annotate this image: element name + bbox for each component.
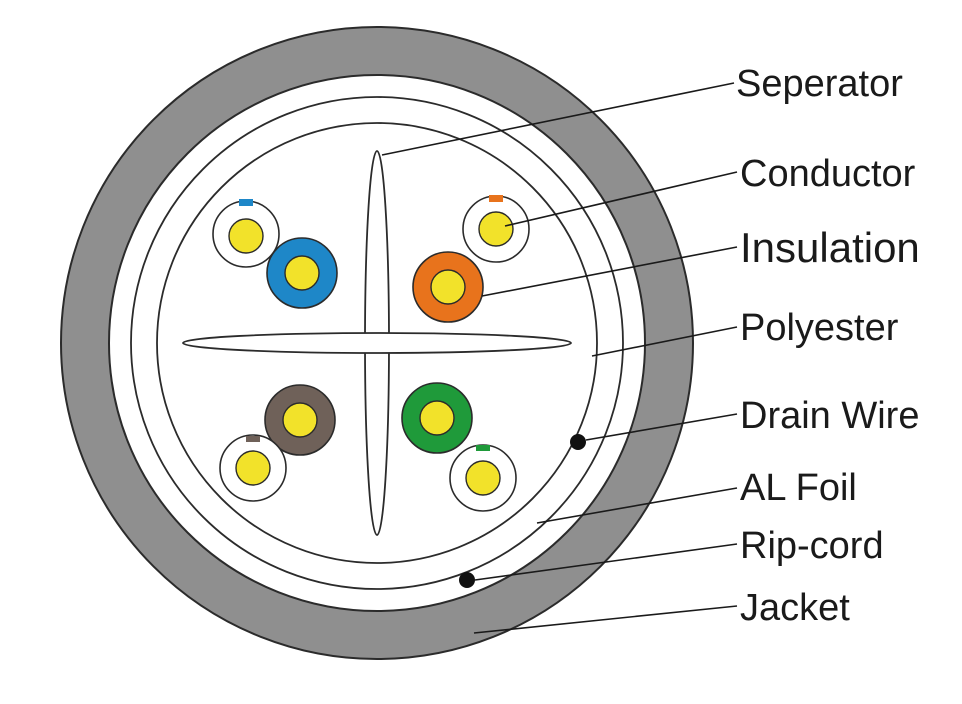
pair-green bbox=[401, 382, 517, 512]
conductor-white-orange bbox=[478, 211, 514, 247]
leader-separator bbox=[381, 82, 735, 156]
conductor-blue bbox=[284, 255, 320, 291]
separator-horizontal bbox=[182, 332, 572, 354]
conductor-brown bbox=[282, 402, 318, 438]
al-foil-ring bbox=[130, 96, 624, 590]
conductor-white-green bbox=[465, 460, 501, 496]
conductor-orange bbox=[430, 269, 466, 305]
leader-rip-cord bbox=[474, 543, 738, 581]
pair-blue bbox=[212, 199, 338, 309]
brown-stripe bbox=[246, 436, 260, 442]
label-drain-wire: Drain Wire bbox=[740, 395, 919, 437]
leader-polyester bbox=[591, 326, 738, 357]
green-stripe bbox=[476, 445, 490, 451]
orange-stripe bbox=[489, 195, 503, 202]
polyester-ring bbox=[156, 122, 598, 564]
label-al-foil: AL Foil bbox=[740, 467, 857, 509]
label-insulation: Insulation bbox=[740, 224, 920, 271]
label-conductor: Conductor bbox=[740, 153, 916, 195]
drain-wire-dot bbox=[570, 434, 586, 450]
conductor-white-blue bbox=[228, 218, 264, 254]
label-polyester: Polyester bbox=[740, 307, 899, 349]
leader-conductor bbox=[504, 171, 738, 227]
leader-insulation bbox=[481, 246, 738, 297]
label-jacket: Jacket bbox=[740, 587, 850, 629]
pair-brown bbox=[219, 384, 336, 502]
conductor-white-brown bbox=[235, 450, 271, 486]
leader-drain-wire bbox=[585, 413, 738, 441]
blue-stripe bbox=[239, 199, 253, 206]
label-rip-cord: Rip-cord bbox=[740, 525, 884, 567]
label-separator: Seperator bbox=[736, 63, 903, 105]
pair-orange bbox=[412, 195, 530, 323]
leader-jacket bbox=[473, 605, 738, 634]
rip-cord-dot bbox=[459, 572, 475, 588]
leader-al-foil bbox=[536, 487, 738, 524]
conductor-green bbox=[419, 400, 455, 436]
